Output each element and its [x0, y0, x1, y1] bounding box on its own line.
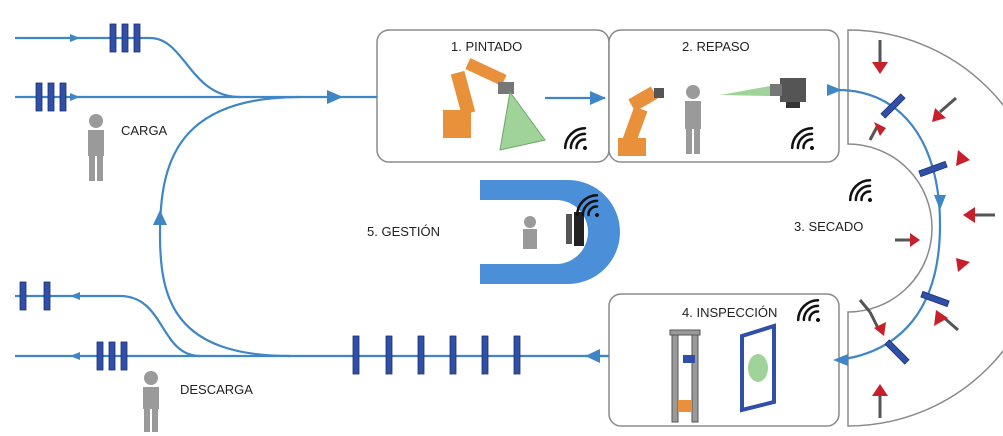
wifi-icon [563, 126, 587, 150]
nozzle-icon [874, 322, 886, 336]
flow-arrow [827, 84, 842, 96]
rack [417, 335, 425, 375]
conveyor-line [158, 95, 301, 358]
rack [884, 339, 910, 365]
nozzle-icon [858, 40, 995, 418]
nozzle-icon [934, 310, 948, 326]
flow-arrow [585, 349, 600, 363]
rack [121, 23, 129, 53]
rack [109, 23, 117, 53]
inspected-part-icon [740, 323, 776, 413]
nozzle-icon [874, 122, 886, 136]
station-label-inspeccion: 4. INSPECCIÓN [682, 305, 778, 320]
rack [47, 82, 55, 112]
robot-arm-icon [443, 58, 514, 138]
person-icon [685, 85, 701, 154]
rack [385, 335, 393, 375]
oven-nozzles [858, 40, 995, 418]
wifi-icon [848, 178, 872, 202]
flow-arrow [70, 34, 80, 42]
nozzle-icon [872, 62, 888, 74]
camera-icon [770, 78, 806, 108]
flow-arrow [70, 93, 80, 101]
wifi-icon [575, 193, 599, 217]
conveyor-line [15, 294, 201, 358]
secado-oven [847, 29, 1003, 427]
rack [481, 335, 489, 375]
flow-arrows [70, 34, 946, 366]
rack [352, 335, 360, 375]
nozzle-icon [956, 150, 970, 166]
flow-arrow [153, 210, 167, 225]
rack [918, 160, 948, 178]
monitor-icon [574, 212, 584, 246]
nozzle-icon [872, 384, 888, 396]
racks [19, 23, 950, 375]
flow-arrow [590, 91, 606, 105]
nozzle-icon [910, 233, 920, 247]
repaso-station-box [608, 29, 840, 163]
rack [59, 82, 67, 112]
nozzle-icon [956, 258, 970, 272]
rack [35, 82, 43, 112]
person-icon [143, 371, 159, 432]
nozzle-icon [932, 108, 946, 122]
nozzle-icon [963, 207, 975, 223]
rack [880, 93, 906, 119]
person-icon [523, 216, 537, 249]
conveyor-line [15, 36, 241, 99]
station-label-secado: 3. SECADO [794, 219, 864, 234]
inspection-frame-icon [669, 329, 701, 423]
rack [19, 281, 27, 311]
rack [108, 341, 116, 371]
zone-label-carga: CARGA [121, 123, 168, 138]
flow-arrow [70, 292, 80, 300]
wifi-icons [563, 126, 872, 322]
zone-label-descarga: DESCARGA [180, 382, 253, 397]
gestion-control-panel [480, 180, 620, 284]
rack [96, 341, 104, 371]
spray-cone-icon [720, 86, 770, 96]
flow-arrow [934, 195, 946, 210]
flow-arrow [70, 352, 80, 360]
rack [449, 335, 457, 375]
station-label-repaso: 2. REPASO [682, 39, 750, 54]
robot-arm-icon [618, 86, 664, 156]
flow-arrow [327, 90, 343, 104]
rack [513, 335, 521, 375]
flow-arrow [833, 354, 848, 366]
spray-cone-icon [499, 90, 546, 151]
person-icon [88, 114, 104, 181]
rack [920, 290, 950, 308]
monitor-icon [566, 214, 572, 244]
station-label-pintado: 1. PINTADO [451, 39, 523, 54]
wifi-icon [790, 126, 814, 150]
rack [133, 23, 141, 53]
rack [120, 341, 128, 371]
rack [43, 281, 51, 311]
wifi-icon [796, 298, 820, 322]
station-label-gestion: 5. GESTIÓN [367, 224, 440, 239]
